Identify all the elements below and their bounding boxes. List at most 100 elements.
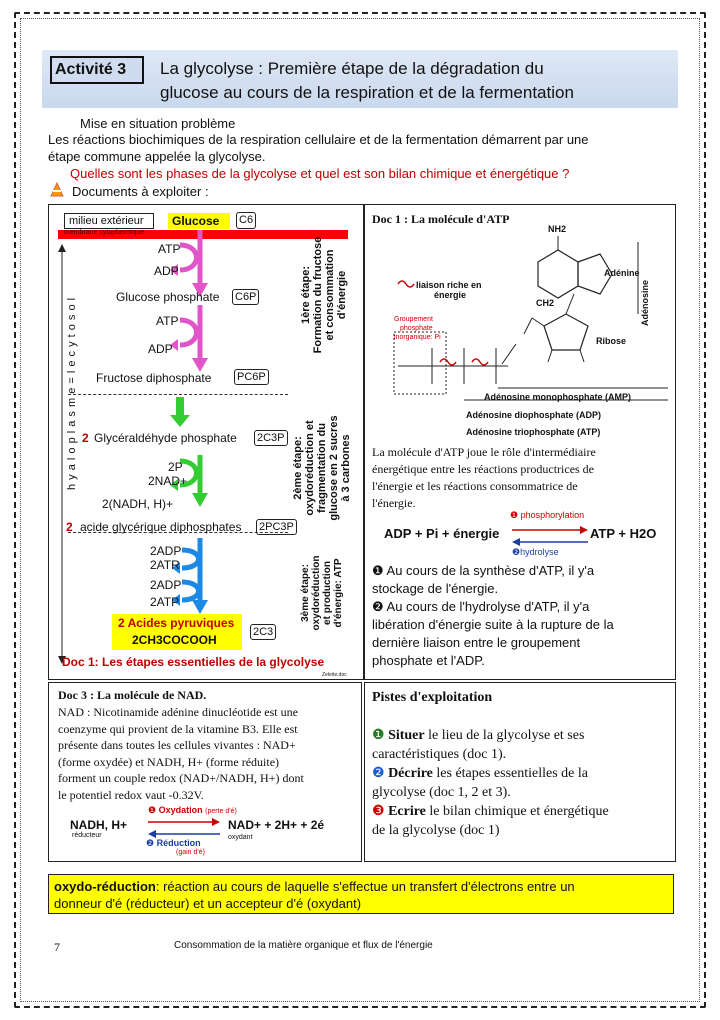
piste-2: ❷ Décrire les étapes essentielles de la bbox=[372, 766, 588, 781]
step-1-label: 1ère étape: Formation du fructose et con… bbox=[300, 210, 348, 380]
pyruvate-label: 2 Acides pyruviques bbox=[118, 616, 234, 630]
bullet-2-b: libération d'énergie suite à la rupture … bbox=[372, 617, 614, 632]
bullet-2-c: dernière liaison entre le groupement bbox=[372, 635, 581, 650]
piste-1-text-b: caractéristiques (doc 1). bbox=[372, 747, 507, 762]
watermark: Zekrite.doc bbox=[322, 672, 347, 678]
piste-3-text-b: de la glycolyse (doc 1) bbox=[372, 823, 500, 838]
title-banner bbox=[42, 50, 678, 108]
atp-equilibrium-arrows bbox=[512, 526, 588, 546]
piste-1: ❶ Situer le lieu de la glycolyse et ses bbox=[372, 728, 585, 743]
reduction-label: ❷ Réduction bbox=[146, 838, 201, 848]
title-line-1: La glycolyse : Première étape de la dégr… bbox=[160, 59, 544, 78]
pyruvate-box bbox=[112, 614, 242, 650]
c6-badge: C6 bbox=[236, 212, 257, 229]
nh2-label: NH2 bbox=[548, 224, 567, 234]
reduction-text: Réduction bbox=[156, 838, 201, 848]
step-1-a: 1ère étape: bbox=[300, 265, 312, 325]
adenine-label: Adénine bbox=[604, 268, 640, 278]
definition-term: oxydo-réduction bbox=[54, 879, 156, 894]
doc3-text: NAD : Nicotinamide adénine dinucléotide … bbox=[58, 704, 304, 803]
membrane-label: membrane cytoplasmique bbox=[64, 229, 145, 236]
nad-equation: NAD+ + 2H+ + 2é bbox=[228, 818, 325, 832]
step-1-b: Formation du fructose bbox=[312, 236, 324, 354]
phosphate-label: phosphate bbox=[400, 325, 433, 332]
atp-label: Adénosine triophosphate (ATP) bbox=[466, 427, 601, 437]
nadh-equation: NADH, H+ bbox=[70, 818, 128, 832]
oxydation-label: ❶ Oxydation (perte d'é) bbox=[148, 805, 237, 815]
doc3-line-6: le potentiel redox vaut -0.32V. bbox=[58, 787, 204, 802]
page-border bbox=[14, 12, 706, 1008]
adp-2-label: ADP bbox=[148, 342, 173, 356]
bullet-1-a: ❶ Au cours de la synthèse d'ATP, il y'a bbox=[372, 563, 595, 578]
acide-glycerique-label: acide glycérique diphosphates bbox=[80, 520, 242, 534]
step-3-d: d'énergie: ATP bbox=[333, 558, 344, 628]
atp-equation-right: ATP + H2O bbox=[590, 526, 657, 541]
separator-2 bbox=[68, 532, 288, 533]
oxydation-text: Oxydation bbox=[158, 805, 203, 815]
adp-1-label: ADP bbox=[154, 264, 179, 278]
bullet-2-d: phosphate et l'ADP. bbox=[372, 653, 485, 668]
step-1-c: et consommation bbox=[324, 249, 336, 341]
documents-heading: Documents à exploiter : bbox=[72, 184, 209, 199]
pink-arrows bbox=[170, 230, 208, 372]
ch2-label: CH2 bbox=[536, 298, 555, 308]
step-2-e: à 3 carbones bbox=[340, 434, 352, 502]
membrane-bar bbox=[58, 230, 348, 239]
doc3-line-2: coenzyme qui provient de la vitamine B3.… bbox=[58, 721, 298, 736]
cone-icon bbox=[48, 181, 66, 201]
intro-text-1: Les réactions biochimiques de la respira… bbox=[48, 132, 589, 147]
fructose-diphosphate-label: Fructose diphosphate bbox=[96, 371, 212, 385]
atp-desc-1: La molécule d'ATP joue le rôle d'intermé… bbox=[372, 445, 596, 459]
2adp-2-label: 2ADP bbox=[150, 578, 182, 592]
pyruvate-formula: 2CH3COCOOH bbox=[132, 633, 217, 647]
step-3-label: 3ème étape: oxydoréduction et production… bbox=[300, 538, 344, 648]
phosphorylation-label: ❶ phosphorylation bbox=[510, 510, 585, 520]
piste-3-verb: Ecrire bbox=[388, 804, 426, 819]
footer-text: Consommation de la matière organique et … bbox=[174, 940, 433, 951]
nadh-label: 2(NADH, H)+ bbox=[102, 497, 174, 511]
redox-arrows bbox=[148, 818, 220, 838]
inorganique-label: inorganique: Pi bbox=[394, 334, 441, 341]
step-1-d: d'énergie bbox=[336, 270, 348, 320]
atp-bullets: ❶ Au cours de la synthèse d'ATP, il y'a … bbox=[372, 562, 614, 670]
adenosine-label: Adénosine bbox=[640, 279, 650, 326]
page-title: La glycolyse : Première étape de la dégr… bbox=[160, 57, 660, 105]
c3p-badge: 2C3P bbox=[254, 430, 288, 446]
atp-doc-title: Doc 1 : La molécule d'ATP bbox=[372, 212, 510, 226]
pistes-panel bbox=[364, 682, 676, 862]
pistes-title: Pistes d'exploitation bbox=[372, 690, 493, 705]
pc6p-badge: PC6P bbox=[234, 369, 269, 385]
atp-equation-left: ADP + Pi + énergie bbox=[384, 526, 500, 541]
activity-label: Activité 3 bbox=[50, 56, 144, 84]
step-2-c: fragmentation du bbox=[316, 423, 328, 513]
reducteur-label: réducteur bbox=[72, 832, 102, 839]
piste-2-verb: Décrire bbox=[388, 766, 433, 781]
pc3p-badge: 2PC3P bbox=[256, 519, 297, 535]
piste-1-text: le lieu de la glycolyse et ses bbox=[424, 728, 585, 743]
doc1-glycolysis-panel bbox=[48, 204, 364, 680]
page-border-inner bbox=[20, 18, 700, 1002]
2p-label: 2P bbox=[168, 460, 183, 474]
atp-description: La molécule d'ATP joue le rôle d'intermé… bbox=[372, 444, 596, 512]
glucose-phosphate-label: Glucose phosphate bbox=[116, 290, 220, 304]
adp-label: Adénosine diophosphate (ADP) bbox=[466, 410, 601, 420]
piste-2-text: les étapes essentielles de la bbox=[432, 766, 588, 781]
step-3-c: et production bbox=[322, 561, 333, 625]
atp-desc-4: l'énergie. bbox=[372, 496, 416, 510]
step-3-b: oxydoréduction bbox=[311, 555, 322, 631]
atp-desc-3: l'énergie et les réactions consommatrice… bbox=[372, 479, 578, 493]
energie-label: énergie bbox=[434, 290, 467, 300]
piste-2-text-b: glycolyse (doc 1, 2 et 3). bbox=[372, 785, 511, 800]
glucose-label: Glucose bbox=[168, 213, 230, 229]
problem-question: Quelles sont les phases de la glycolyse … bbox=[70, 166, 570, 181]
definition-box bbox=[48, 874, 674, 914]
amp-label: Adénosine monophosphate (AMP) bbox=[484, 392, 631, 402]
doc3-line-5: forment un couple redox (NAD+/NADH, H+) … bbox=[58, 771, 304, 785]
step-3-a: 3ème étape: bbox=[300, 564, 311, 622]
title-line-2: glucose au cours de la respiration et de… bbox=[160, 83, 574, 102]
2atp-2-label: 2ATP bbox=[150, 595, 180, 609]
step-2-a: 2ème étape: bbox=[292, 436, 304, 500]
hydrolyse-text: hydrolyse bbox=[520, 547, 559, 557]
definition-text-2: donneur d'é (réducteur) et un accepteur … bbox=[54, 896, 362, 911]
2nad-label: 2NAD+ bbox=[148, 474, 188, 488]
